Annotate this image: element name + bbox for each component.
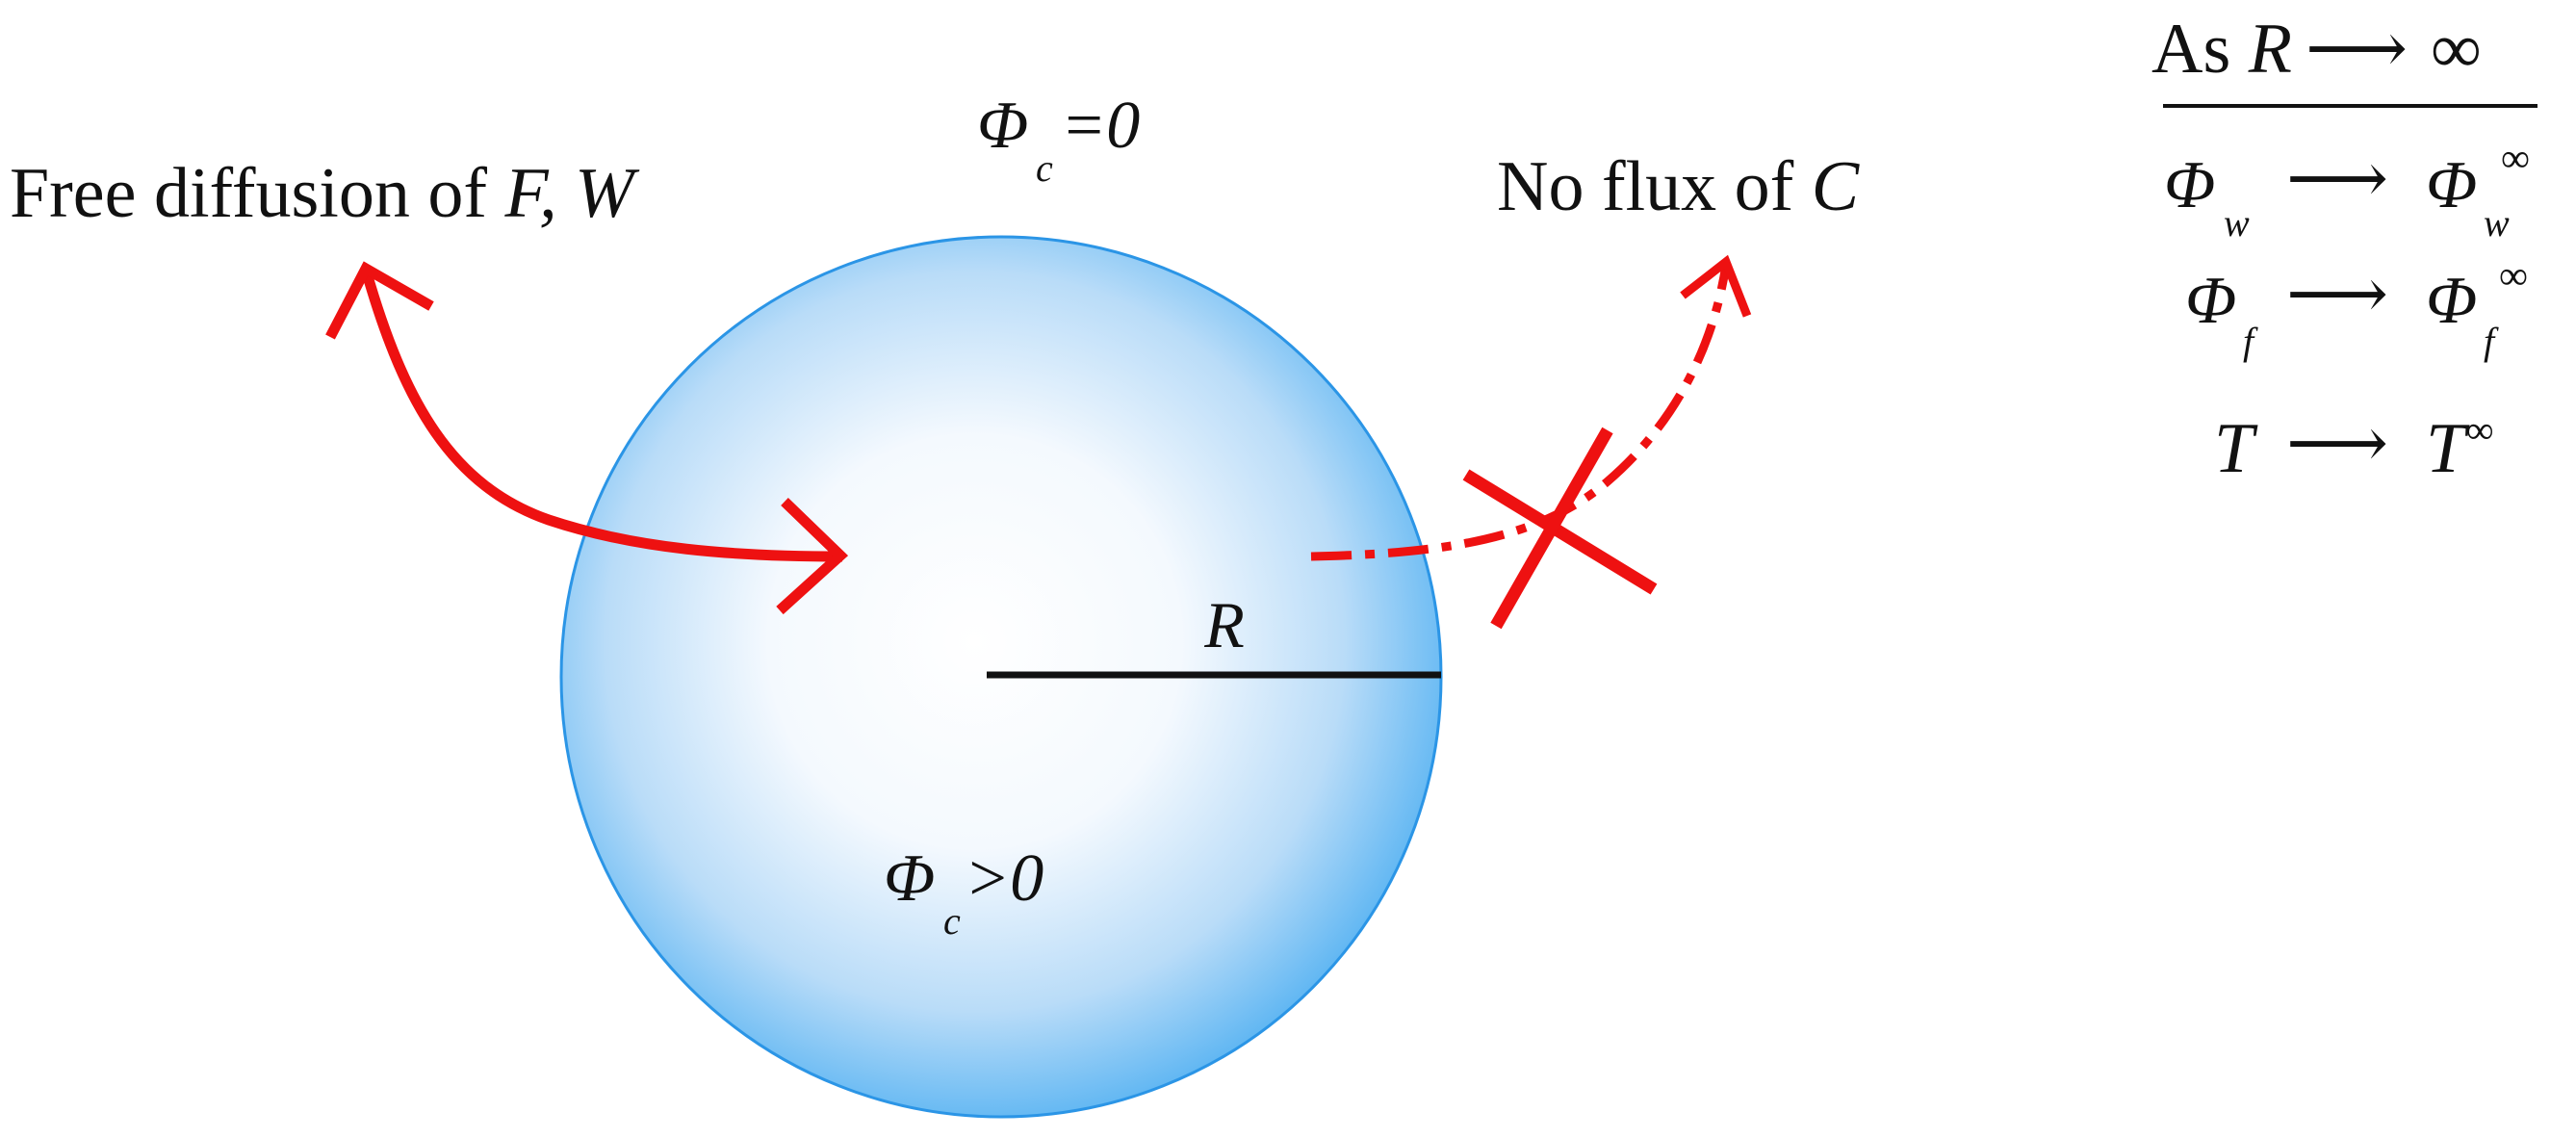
free-diffusion-arrow-shaft [360,268,843,562]
limit-row-fiber-lhs-sub: f [2243,320,2258,363]
free-diffusion-arrow [325,261,849,615]
no-flux-arrow [1310,254,1752,561]
outside-phi-subscript: c [1036,146,1053,190]
limits-header-target: ∞ [2431,10,2482,89]
limit-row-water-rhs-sub: w [2484,201,2510,245]
inside-phi-subscript: c [943,899,961,943]
limit-row-water-lhs-sub: w [2224,201,2250,245]
limits-header-arrow: ⟶ [2306,10,2408,89]
limit-row-temperature-arrow: ⟶ [2286,404,2388,483]
free-diffusion-label: Free diffusion of F, W [10,154,640,233]
outside-phi: Φ [977,89,1028,163]
blocked-cross-mark [1462,427,1658,630]
limits-header-prefix: As [2151,10,2249,89]
limit-row-fiber-rhs-sub: f [2484,320,2499,363]
limit-row-fiber-arrow: ⟶ [2286,255,2388,334]
limit-row-temperature-lhs: T [2214,409,2258,488]
limit-row-temperature: T ⟶ T ∞ [2214,404,2494,488]
inside-phi: Φ [884,841,935,916]
limits-header-var: R [2248,10,2292,89]
limit-row-water-rhs-sup: ∞ [2501,137,2530,181]
limit-row-water-rhs: Φ [2426,148,2477,222]
no-flux-prefix: No flux of [1497,147,1812,226]
limit-row-water-arrow: ⟶ [2286,140,2388,219]
limits-header: As R⟶ ∞ [2151,10,2482,89]
limit-row-temperature-rhs-sup: ∞ [2466,408,2494,452]
limit-row-water-lhs: Φ [2164,148,2215,222]
free-diffusion-prefix: Free diffusion of [10,154,505,233]
limit-row-water: Φ w ⟶ Φ w ∞ [2164,137,2530,245]
no-flux-label: No flux of C [1497,147,1861,226]
free-diffusion-vars: F, W [504,154,641,233]
no-flux-dashed-path [1310,264,1731,561]
outside-relation: =0 [1061,89,1140,163]
radius-label: R [1203,588,1245,661]
limit-row-fiber-lhs: Φ [2185,264,2236,338]
outside-concentration-label: Φ c =0 [977,89,1140,190]
no-flux-arrowhead [1680,254,1752,318]
no-flux-var: C [1812,147,1861,226]
limits-panel: As R⟶∞ Φ w ⟶ Φ w ∞ Φ f ⟶ Φ f ∞ T ⟶ T ∞ [2151,10,2537,488]
free-diffusion-arrowhead-inner [776,498,849,615]
limit-row-fiber-rhs: Φ [2426,264,2477,338]
limit-row-temperature-rhs: T [2426,409,2470,488]
inside-relation: >0 [965,841,1043,916]
free-diffusion-arrowhead-top [325,261,434,340]
limit-row-fiber: Φ f ⟶ Φ f ∞ [2185,254,2528,363]
limit-row-fiber-rhs-sup: ∞ [2499,254,2528,298]
inside-concentration-label: Φ c >0 [884,841,1043,943]
